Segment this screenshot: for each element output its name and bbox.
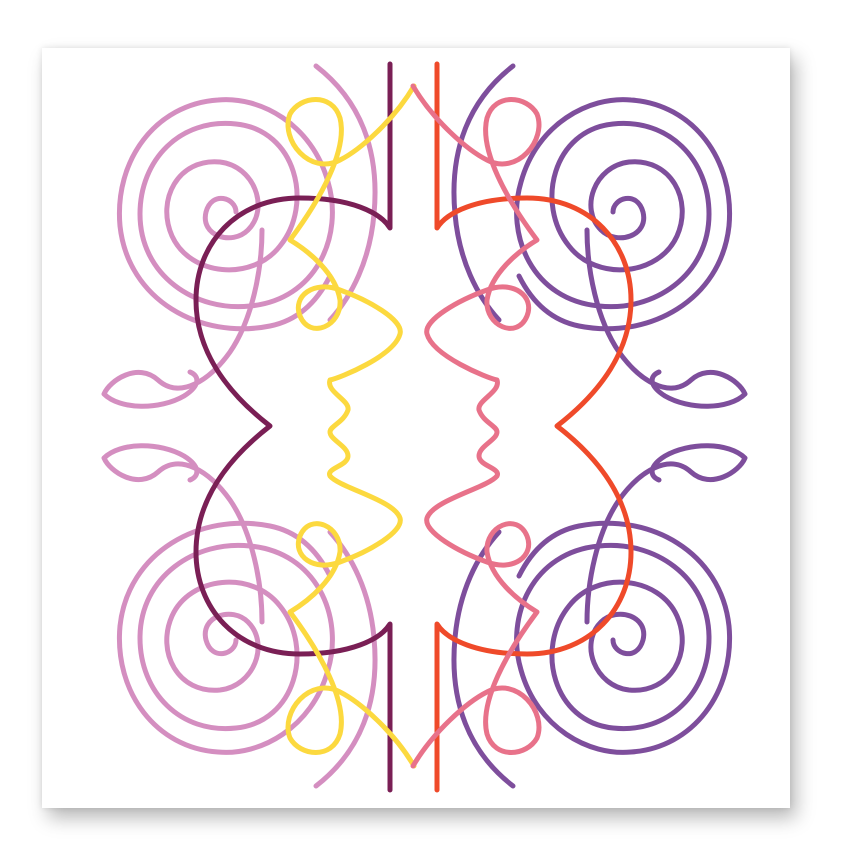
pink-arc-outer-lower	[313, 529, 378, 789]
left-half	[101, 61, 417, 793]
coral-ribbon-right	[410, 83, 542, 769]
pink-arc-outer-upper	[313, 63, 378, 323]
spiral-upper-right	[514, 97, 733, 332]
purple-arc-outer-upper	[451, 63, 516, 323]
purple-arc-outer-lower	[451, 529, 516, 789]
plum-outline-left	[193, 61, 393, 793]
pink-tendril-lower	[101, 443, 265, 625]
yellow-ribbon-left	[285, 83, 417, 769]
purple-tendril-upper	[584, 227, 748, 409]
pink-tendril-upper	[101, 227, 265, 409]
spiral-lower-left	[116, 520, 335, 755]
right-half	[410, 61, 748, 793]
red-outline-right	[434, 61, 634, 793]
spiral-upper-left	[116, 97, 335, 332]
spiral-lower-right	[514, 520, 733, 755]
purple-tendril-lower	[584, 443, 748, 625]
